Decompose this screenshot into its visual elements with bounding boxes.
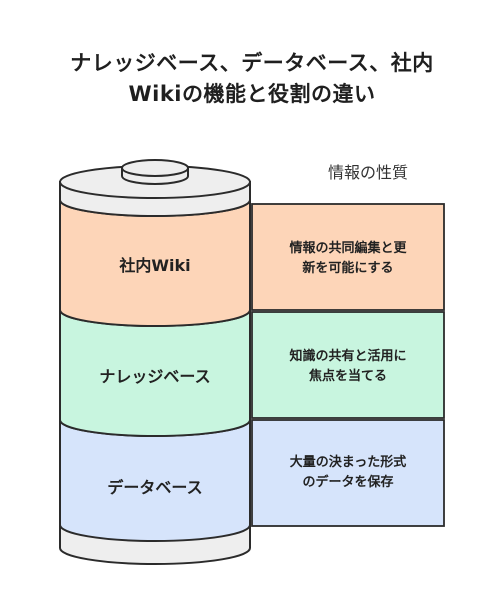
- description-wiki-line-2: 新を可能にする: [302, 260, 393, 276]
- description-box-wiki: 情報の共同編集と更 新を可能にする: [251, 203, 445, 311]
- description-box-database: 大量の決まった形式 のデータを保存: [251, 419, 445, 527]
- description-db-line-1: 大量の決まった形式: [290, 454, 406, 470]
- cylinder-terminal: [121, 159, 189, 177]
- title-line-2: Wikiの機能と役割の違い: [128, 82, 376, 106]
- layer-label-knowledge-base: ナレッジベース: [99, 367, 210, 386]
- title-line-1: ナレッジベース、データベース、社内: [70, 51, 434, 75]
- description-db-line-2: のデータを保存: [302, 474, 393, 490]
- description-kb-line-1: 知識の共有と活用に: [289, 348, 406, 364]
- description-box-knowledge-base: 知識の共有と活用に 焦点を当てる: [251, 311, 445, 419]
- layer-label-database: データベース: [107, 478, 202, 497]
- cylinder: 社内Wiki ナレッジベース データベース: [59, 159, 251, 565]
- column-header: 情報の性質: [328, 163, 408, 182]
- layer-label-wiki: 社内Wiki: [118, 256, 190, 275]
- description-kb-line-2: 焦点を当てる: [308, 368, 387, 384]
- description-wiki-line-1: 情報の共同編集と更: [289, 240, 407, 256]
- diagram-title: ナレッジベース、データベース、社内 Wikiの機能と役割の違い: [0, 48, 504, 110]
